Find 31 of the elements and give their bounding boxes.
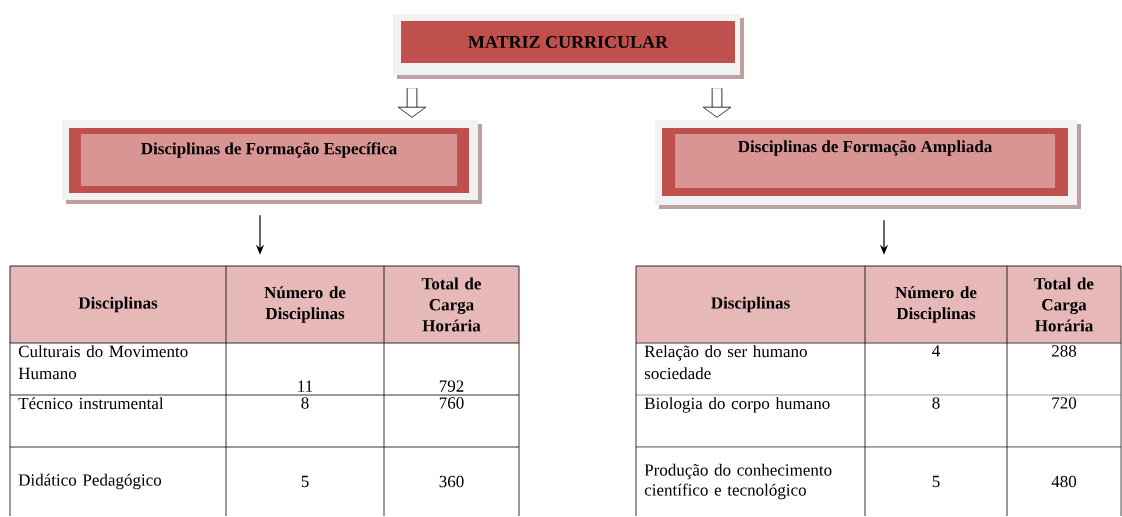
table-text: 480 — [1051, 475, 1077, 488]
data-table — [9, 265, 520, 517]
category-box: Disciplinas de Formação Ampliada — [655, 120, 1081, 209]
table-header: Disciplinas — [78, 296, 158, 313]
table-text: 11 — [298, 380, 313, 392]
table-text: Relação do ser humano sociedade — [644, 345, 807, 380]
table-text: 760 — [439, 397, 464, 409]
table-text: 360 — [439, 475, 464, 488]
table-header: Total de Carga Horária — [1034, 277, 1094, 332]
table-text: Culturais do Movimento Humano — [18, 345, 188, 380]
table-header: Número de Disciplinas — [264, 286, 346, 323]
block-arrow — [702, 88, 732, 118]
table-text: 4 — [932, 345, 940, 357]
data-table — [635, 265, 1122, 517]
table-text: 8 — [301, 397, 309, 409]
table-text: 8 — [932, 397, 940, 409]
table-text: 5 — [301, 475, 309, 488]
table-text: 5 — [932, 475, 940, 488]
table-text: Biologia do corpo humano — [644, 397, 830, 413]
table-text: 720 — [1052, 397, 1077, 409]
block-arrow — [397, 88, 427, 118]
table-text: 792 — [439, 380, 464, 392]
table-header: Disciplinas — [711, 296, 790, 313]
table-header: Total de Carga Horária — [421, 277, 481, 332]
table-text: Técnico instrumental — [18, 397, 164, 410]
table-text: Didático Pedagógico — [18, 473, 162, 490]
table-header: Número de Disciplinas — [895, 286, 977, 323]
title-box: MATRIZ CURRICULAR — [393, 14, 744, 79]
table-text: Produção do conhecimento científico e tecnológico — [644, 463, 832, 500]
category-box: Disciplinas de Formação Específica — [62, 120, 482, 204]
table-text: 288 — [1052, 345, 1077, 357]
